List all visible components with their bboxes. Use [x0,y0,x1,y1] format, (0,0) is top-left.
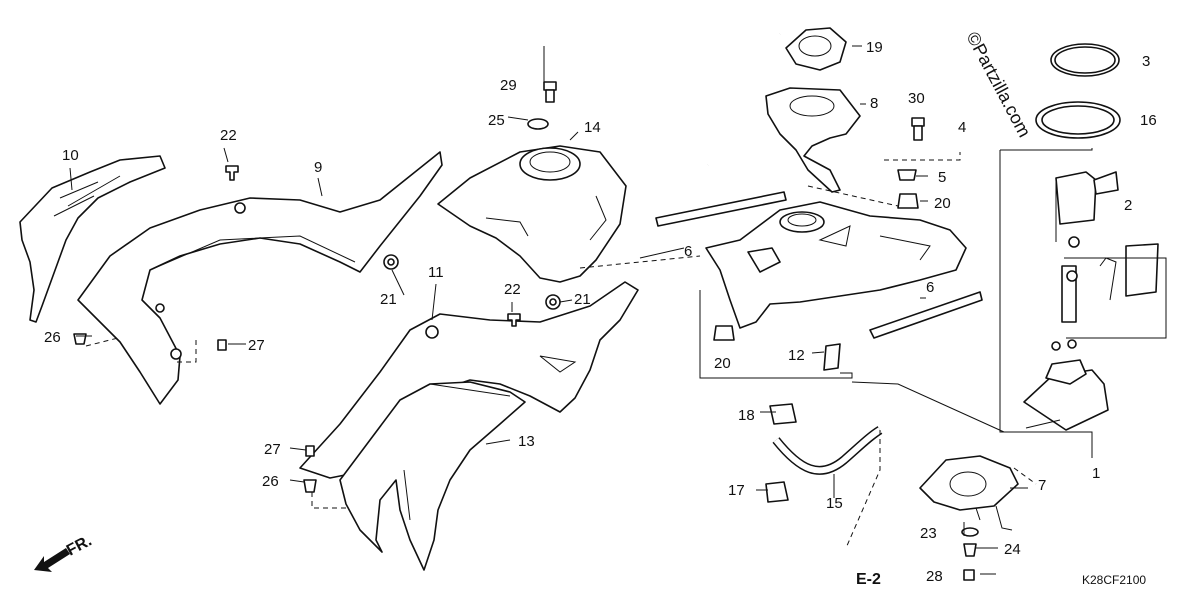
washer-25[interactable] [527,118,549,130]
part-10-inner-cover[interactable] [19,155,166,323]
callout-20b[interactable]: 20 [714,355,731,372]
callout-30[interactable]: 30 [908,90,925,107]
part-17-clip[interactable] [765,481,789,503]
callout-26a[interactable]: 26 [44,329,61,346]
part-15-fuel-hose[interactable] [772,426,883,475]
part-7-retainer-plate[interactable] [919,455,1019,531]
callout-14[interactable]: 14 [584,119,601,136]
part-3-o-ring[interactable] [1050,43,1120,77]
part-23-washer[interactable] [963,543,977,557]
part-20b-rubber[interactable] [713,325,735,341]
callout-8[interactable]: 8 [870,95,878,112]
part-14-tank-cover[interactable] [437,145,627,283]
callout-19[interactable]: 19 [866,39,883,56]
callout-20a[interactable]: 20 [934,195,951,212]
callout-29[interactable]: 29 [500,77,517,94]
part-13-lower-cover[interactable] [339,381,526,571]
callout-24[interactable]: 24 [1004,541,1021,558]
part-8-drain-tray[interactable] [765,87,861,193]
callout-9[interactable]: 9 [314,159,322,176]
grommet-21b[interactable] [545,294,561,310]
reference-label-e2[interactable]: E-2 [856,571,881,588]
callout-5[interactable]: 5 [938,169,946,186]
callout-16[interactable]: 16 [1140,112,1157,129]
callout-17[interactable]: 17 [728,482,745,499]
part-2-fuel-pump-unit[interactable] [1023,171,1159,431]
part-9-left-shroud[interactable] [77,151,443,405]
part-18-hose-clip[interactable] [769,403,797,425]
part-6a-rubber-strip[interactable] [655,191,787,227]
part-5-collar[interactable] [897,169,917,181]
callout-21b[interactable]: 21 [574,291,591,308]
part-12-label[interactable] [823,343,841,371]
bolt-29[interactable] [543,81,557,103]
part-28-bolt[interactable] [963,569,975,581]
callout-22a[interactable]: 22 [220,127,237,144]
front-label: FR. [64,532,95,559]
callout-22b[interactable]: 22 [504,281,521,298]
clip-26b[interactable] [303,479,317,493]
part-4-fuel-tank[interactable] [705,201,967,329]
callout-27a[interactable]: 27 [248,337,265,354]
fastener-22a[interactable] [225,165,239,181]
callout-27b[interactable]: 27 [264,441,281,458]
callout-10[interactable]: 10 [62,147,79,164]
callout-25[interactable]: 25 [488,112,505,129]
callout-1[interactable]: 1 [1092,465,1100,482]
callout-12[interactable]: 12 [788,347,805,364]
callout-13[interactable]: 13 [518,433,535,450]
grommet-21a[interactable] [383,254,399,270]
callout-15[interactable]: 15 [826,495,843,512]
screw-27a[interactable] [217,339,227,351]
callout-2[interactable]: 2 [1124,197,1132,214]
drawing-code: K28CF2100 [1082,573,1146,587]
watermark: ©Partzilla.com [962,28,1034,140]
callout-26b[interactable]: 26 [262,473,279,490]
callout-3[interactable]: 3 [1142,53,1150,70]
callout-4[interactable]: 4 [958,119,966,136]
part-19-fuel-cap[interactable] [706,27,847,166]
callout-6a[interactable]: 6 [684,243,692,260]
callout-6b[interactable]: 6 [926,279,934,296]
callouts: 1 2 3 4 5 6 6 7 8 9 10 11 12 13 14 15 16… [44,39,1157,585]
part-16-gasket[interactable] [1035,101,1121,139]
callout-28[interactable]: 28 [926,568,943,585]
bolt-30[interactable] [911,117,925,141]
part-24-washer[interactable] [961,527,979,537]
screw-27b[interactable] [305,445,315,457]
callout-21a[interactable]: 21 [380,291,397,308]
leader-lines [69,45,1167,575]
callout-23[interactable]: 23 [920,525,937,542]
part-6b-rubber-strip[interactable] [869,291,983,339]
front-arrow-icon: FR. [34,532,95,572]
callout-18[interactable]: 18 [738,407,755,424]
callout-11[interactable]: 11 [428,264,444,281]
callout-7[interactable]: 7 [1038,477,1046,494]
fastener-22b[interactable] [507,313,521,327]
part-20a-rubber[interactable] [897,193,919,209]
